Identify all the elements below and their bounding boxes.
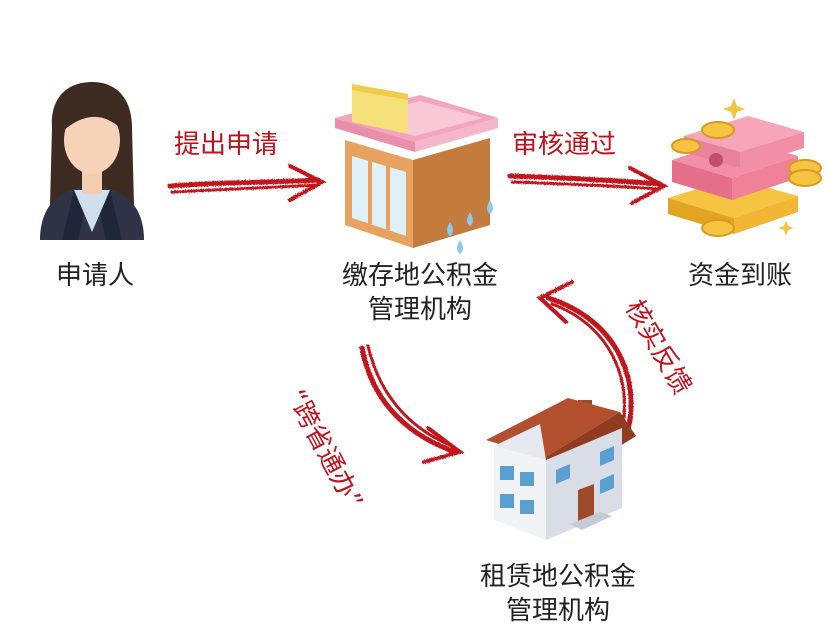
rental-fund-label: 租赁地公积金 管理机构 (458, 560, 658, 628)
edge-label-approve: 审核通过 (512, 130, 617, 160)
origin-fund-label: 缴存地公积金 管理机构 (320, 259, 520, 327)
arrow-verify-feedback (536, 280, 634, 433)
rental-fund-label-line1: 租赁地公积金 (479, 562, 636, 592)
origin-fund-label-line1: 缴存地公积金 (341, 261, 498, 291)
funds-label: 资金到账 (687, 261, 792, 291)
arrow-approve (507, 166, 669, 205)
rental-fund-label-line2: 管理机构 (505, 596, 610, 626)
origin-fund-label-line2: 管理机构 (367, 295, 472, 325)
applicant-label: 申请人 (55, 261, 134, 291)
arrow-cross-province (359, 344, 465, 464)
arrow-submit (167, 164, 327, 202)
edge-label-submit: 提出申请 (174, 130, 279, 160)
